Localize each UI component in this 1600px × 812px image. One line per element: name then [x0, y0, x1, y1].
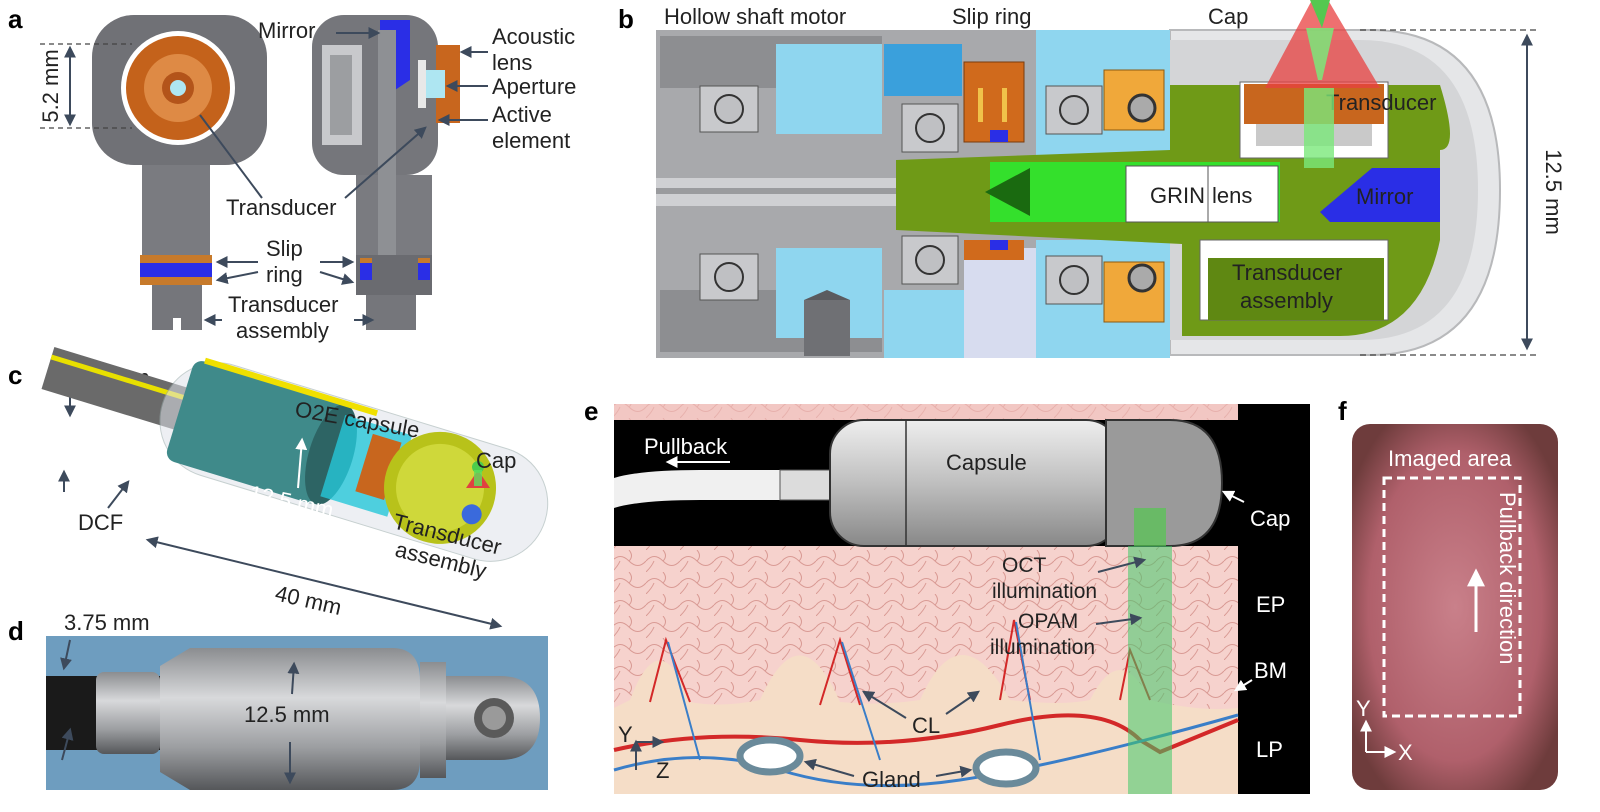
label-transducer-a: Transducer — [226, 195, 336, 220]
label-oct-2: illumination — [992, 580, 1097, 603]
mirror-b — [1320, 168, 1440, 222]
label-cap-b: Cap — [1208, 4, 1248, 29]
tongue-photo — [1352, 424, 1558, 790]
axis-x-f: X — [1398, 740, 1413, 765]
dimension-label-5-2: 5.2 mm — [38, 49, 63, 122]
label-aperture: Aperture — [492, 74, 576, 99]
label-slip-ring-2: ring — [266, 262, 303, 287]
axis-y-e: Y — [618, 722, 633, 747]
label-transducer-assembly-b-2: assembly — [1240, 288, 1333, 313]
gland-2 — [972, 748, 1040, 788]
slip-ring-left — [140, 263, 212, 277]
label-cap-e: Cap — [1250, 506, 1290, 531]
label-mirror-b: Mirror — [1356, 184, 1413, 209]
label-acoustic-lens-2: lens — [492, 50, 532, 75]
label-bm: BM — [1254, 658, 1287, 683]
panel-a-letter: a — [8, 4, 23, 34]
label-opam-2: illumination — [990, 636, 1095, 659]
capsule-e — [829, 419, 1121, 547]
aperture-section — [425, 70, 445, 98]
label-mirror-a: Mirror — [258, 18, 315, 43]
label-acoustic-lens-1: Acoustic — [492, 24, 575, 49]
label-transducer-assembly-b-1: Transducer — [1232, 260, 1342, 285]
grin-lens — [1125, 165, 1279, 223]
label-ep: EP — [1256, 592, 1285, 617]
gland-1 — [736, 736, 804, 776]
panel-d: d 3.75 mm 12.5 mm — [8, 610, 548, 790]
label-40mm: 40 mm — [273, 581, 344, 620]
panel-c: c 3.75 mm O2E capsule Cap Motor 12.5 mm … — [8, 346, 549, 630]
label-dcf: DCF — [78, 510, 123, 535]
label-cap-c: Cap — [476, 448, 516, 473]
capsule-3d — [41, 346, 549, 562]
panel-a: a 5.2 mm Mirror — [8, 4, 576, 343]
label-opam-1: OPAM — [1018, 610, 1078, 633]
dimension-label-12-5-b: 12.5 mm — [1541, 149, 1566, 235]
label-cl: CL — [912, 713, 940, 738]
panel-f: f Imaged area Pullback direction Y X — [1338, 396, 1558, 790]
label-oct-1: OCT — [1002, 554, 1047, 577]
panel-b-letter: b — [618, 4, 634, 34]
panel-b: b Hollow shaft motor Slip ring Cap — [618, 0, 1566, 358]
label-transducer-b: Transducer — [1326, 90, 1436, 115]
label-capsule-e: Capsule — [946, 450, 1027, 475]
panel-f-letter: f — [1338, 396, 1347, 426]
label-transducer-assembly-2: assembly — [236, 318, 329, 343]
imaged-area-box — [1382, 476, 1522, 718]
label-grin-lens: lens — [1212, 183, 1252, 208]
illumination-beam — [1128, 546, 1172, 794]
label-active-element-2: element — [492, 128, 570, 153]
panel-e-letter: e — [584, 396, 598, 426]
label-lp: LP — [1256, 737, 1283, 762]
label-slip-ring-b: Slip ring — [952, 4, 1031, 29]
motor-cylinder — [166, 361, 346, 504]
label-hollow-shaft-motor: Hollow shaft motor — [664, 4, 846, 29]
label-active-element-1: Active — [492, 102, 552, 127]
label-gland: Gland — [862, 767, 921, 792]
panel-e: e Capsule Pullback Cap OCT illuminati — [584, 396, 1310, 794]
label-transducer-assembly-1: Transducer — [228, 292, 338, 317]
panel-d-letter: d — [8, 616, 24, 646]
panel-c-letter: c — [8, 360, 22, 390]
label-3-75-d: 3.75 mm — [64, 610, 150, 635]
axis-z-e: Z — [656, 758, 669, 783]
label-pullback: Pullback — [644, 434, 728, 459]
label-12-5-d: 12.5 mm — [244, 702, 330, 727]
label-imaged-area: Imaged area — [1388, 446, 1512, 471]
label-slip-ring-1: Slip — [266, 236, 303, 261]
capsule-photo — [160, 648, 420, 790]
length-arrow — [145, 536, 503, 630]
label-grin: GRIN — [1150, 183, 1205, 208]
label-pullback-direction: Pullback direction — [1495, 492, 1520, 664]
bearings — [699, 85, 1103, 305]
transducer-stem — [142, 165, 210, 255]
axis-y-f: Y — [1356, 696, 1371, 721]
